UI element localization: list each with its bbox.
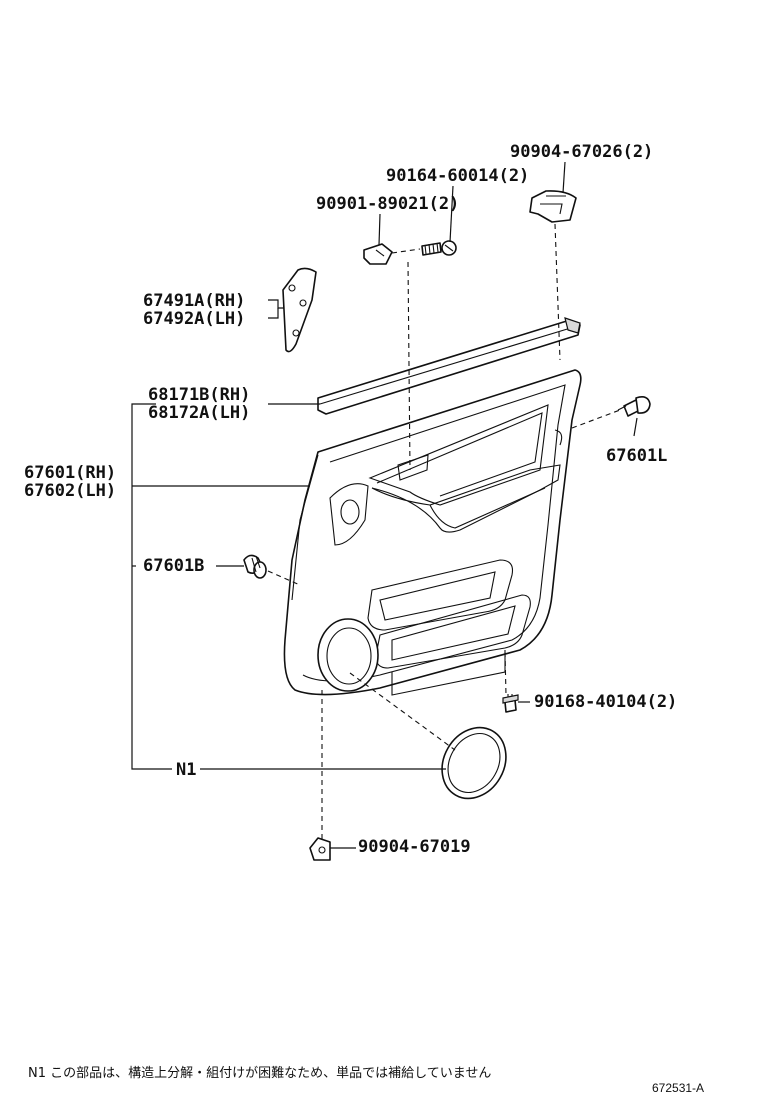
- leader-lines: [131, 161, 638, 849]
- label-67602: 67602(LH): [24, 481, 116, 501]
- assembly-lines: [267, 223, 621, 840]
- label-90901-89021: 90901-89021(2): [316, 194, 459, 214]
- label-67601B: 67601B: [143, 556, 204, 576]
- door-trim-board: [283, 369, 582, 696]
- screw-90168-40104: [502, 694, 519, 713]
- clip-90904-67019: [309, 837, 331, 861]
- label-90904-67026: 90904-67026(2): [510, 142, 653, 162]
- screw-90164-60014: [421, 240, 457, 256]
- label-90164-60014: 90164-60014(2): [386, 166, 529, 186]
- clip-67601L: [617, 396, 651, 417]
- belt-moulding: [317, 317, 581, 415]
- label-68172A: 68172A(LH): [148, 403, 250, 423]
- label-67601: 67601(RH): [24, 463, 116, 483]
- mirror-cover-triangle: [282, 267, 317, 353]
- label-67491A: 67491A(RH): [143, 291, 245, 311]
- label-68171B: 68171B(RH): [148, 385, 250, 405]
- nut-90901-89021: [363, 243, 393, 265]
- label-n1: N1: [176, 760, 196, 780]
- label-90168-40104: 90168-40104(2): [534, 692, 677, 712]
- clip-90904-67026: [529, 190, 577, 223]
- speaker-grille-n1: [441, 726, 507, 800]
- clip-67601B: [243, 554, 267, 579]
- label-67492A: 67492A(LH): [143, 309, 245, 329]
- part-labels: 90904-67026(2) 90164-60014(2) 90901-8902…: [24, 142, 677, 857]
- footnote: N1 この部品は、構造上分解・組付けが困難なため、単品では補給していません: [28, 1065, 491, 1081]
- figure-id: 672531-A: [652, 1081, 704, 1095]
- label-67601L: 67601L: [606, 446, 667, 466]
- label-90904-67019: 90904-67019: [358, 837, 471, 857]
